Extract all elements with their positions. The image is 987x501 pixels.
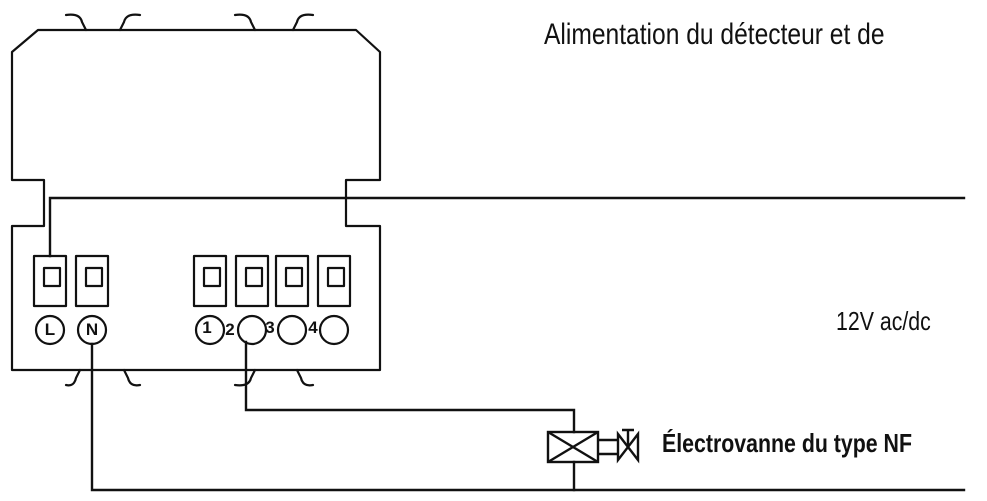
mounting-clip-icon [64,368,315,387]
terminal-label-4: 4 [308,318,318,337]
wire-L-supply [48,196,966,258]
voltage-caption: 12V ac/dc [836,306,931,336]
wire-terminal-3 [244,340,576,434]
device-housing [10,28,382,372]
terminal-label-3: 3 [265,318,275,337]
solenoid-valve-icon [546,428,640,464]
terminal-label-2: 2 [225,320,235,339]
terminal-blocks [32,254,352,308]
terminal-label-L: L [44,320,56,339]
valve-caption: Électrovanne du type NF [662,428,912,458]
supply-caption: Alimentation du détecteur et de [544,18,885,51]
terminal-circles [34,314,350,346]
mounting-clip-icon [64,13,315,32]
terminal-label-N: N [85,320,99,339]
wire-N-return [90,342,966,492]
terminal-label-1: 1 [202,318,212,337]
